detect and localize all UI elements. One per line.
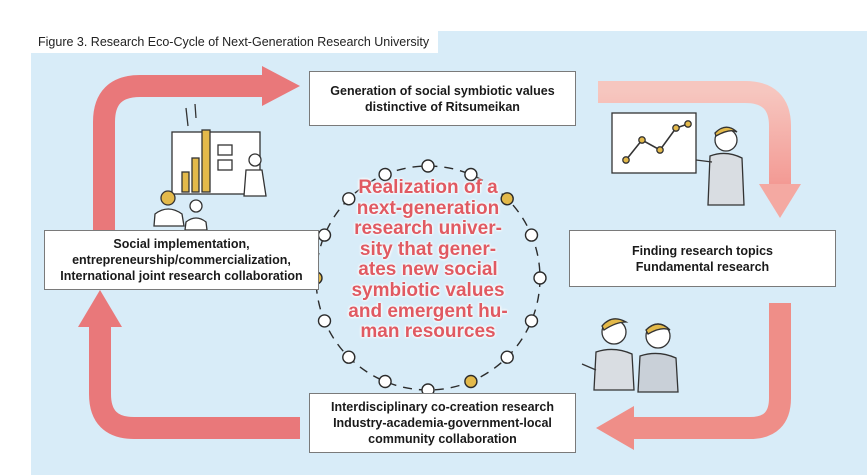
ring-person-head [342,350,356,364]
center-line: research univer- [354,218,502,240]
ring-person-head [317,314,332,328]
box-line: Interdisciplinary co-creation research [330,400,554,414]
box-generation-of-values: Generation of social symbiotic values di… [309,71,576,126]
cycle-arrow-top-left [93,66,300,237]
people-circle-icon [309,159,547,397]
ring-person-head [342,192,356,206]
ring-person-head [533,271,547,285]
box-line: Social implementation, [113,237,250,251]
ring-person-head [378,374,392,389]
box-line: Fundamental research [635,259,770,274]
center-line: symbiotic values [351,279,505,301]
ring-person-head [421,159,435,173]
ring-person-head [500,192,514,206]
center-line: next-generation [356,197,500,219]
discussion-people-icon [581,318,679,393]
center-goal-text: Realization of a next-generation researc… [340,177,516,343]
box-line: distinctive of Ritsumeikan [365,99,520,114]
cycle-arrow-top-right [598,81,801,218]
cycle-arrow-bottom-right [596,303,791,450]
presentation-chart-icon [153,103,267,231]
ring-person-head [500,350,514,364]
ring-person-head [524,314,539,328]
center-line: sity that gener- [359,238,497,260]
box-line: International joint research collaborati… [60,269,303,283]
ring-person-head [464,167,478,182]
center-line: man resources [360,321,496,343]
box-line: community collaboration [368,432,517,446]
box-social-implementation: Social implementation, entrepreneurship/… [44,230,319,290]
box-line: entrepreneurship/commercialization, [72,253,291,267]
center-line: and emergent hu- [348,300,508,322]
ring-person-head [378,167,392,182]
box-line: Finding research topics [631,243,773,258]
center-line: Realization of a [358,177,498,198]
box-finding-research-topics: Finding research topics Fundamental rese… [569,230,836,287]
ring-person-head [317,228,332,242]
figure-title: Figure 3. Research Eco-Cycle of Next-Gen… [31,31,439,53]
center-line: ates new social [358,259,498,281]
line-graph-presenter-icon [611,112,745,206]
ring-person-head [524,228,539,242]
box-interdisciplinary-research: Interdisciplinary co-creation research I… [309,393,576,453]
box-line: Industry-academia-government-local [333,416,552,430]
cycle-arrow-bottom-left [78,290,300,439]
box-line: Generation of social symbiotic values [330,83,555,98]
ring-person-head [464,374,478,389]
